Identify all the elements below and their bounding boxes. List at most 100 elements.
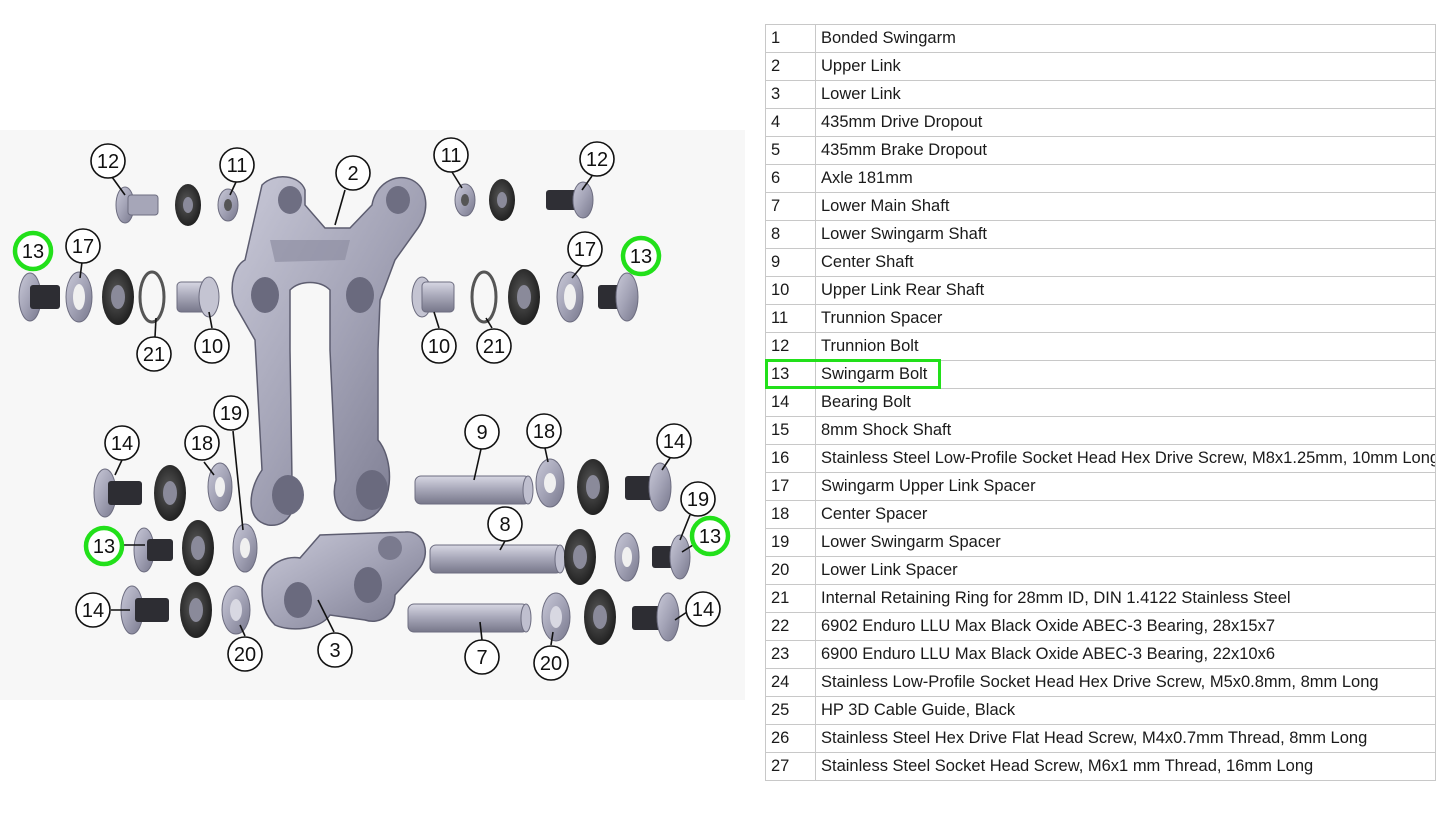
callout: 20	[533, 645, 569, 681]
part-name-text: Trunnion Spacer	[821, 309, 943, 327]
callout-label: 13	[93, 536, 115, 558]
part-number: 11	[765, 304, 816, 333]
callout-label: 20	[540, 653, 562, 675]
callout: 14	[75, 592, 111, 628]
part-name-text: Stainless Low-Profile Socket Head Hex Dr…	[821, 673, 1379, 691]
callout-highlighted: 13	[12, 230, 54, 272]
callout-circle	[194, 328, 230, 364]
lower-swingarm-shaft	[429, 544, 566, 574]
part-number: 9	[765, 248, 816, 277]
callout-label: 12	[586, 149, 608, 171]
part-number: 19	[765, 528, 816, 557]
callout-label: 13	[630, 246, 652, 268]
part-name: Center Shaft	[815, 248, 1436, 277]
part-name: Lower Swingarm Spacer	[815, 528, 1436, 557]
callout-label: 14	[663, 431, 685, 453]
callout-circle	[579, 141, 615, 177]
callout: 14	[685, 591, 721, 627]
part-name-text: Swingarm Upper Link Spacer	[821, 477, 1036, 495]
callout: 20	[227, 636, 263, 672]
callout-circle	[335, 155, 371, 191]
part-number: 5	[765, 136, 816, 165]
part-name: Center Spacer	[815, 500, 1436, 529]
callout-label: 7	[476, 647, 487, 669]
callout-label: 14	[82, 600, 104, 622]
part-number: 3	[765, 80, 816, 109]
callout-circle	[213, 395, 249, 431]
callout-label: 9	[476, 422, 487, 444]
callout-label: 14	[692, 599, 714, 621]
callout: 10	[421, 328, 457, 364]
part-name: 435mm Brake Dropout	[815, 136, 1436, 165]
callout-label: 17	[574, 239, 596, 261]
callout: 11	[219, 147, 255, 183]
callout-circle	[90, 143, 126, 179]
callout: 12	[90, 143, 126, 179]
callout-circle	[421, 328, 457, 364]
lower-link	[261, 531, 427, 630]
part-number: 2	[765, 52, 816, 81]
part-number: 1	[765, 24, 816, 53]
callout-label: 18	[533, 421, 555, 443]
part-name-text: 8mm Shock Shaft	[821, 421, 952, 439]
part-name-text: 435mm Drive Dropout	[821, 113, 983, 131]
part-number: 22	[765, 612, 816, 641]
callout-circle	[104, 425, 140, 461]
callout-circle	[227, 636, 263, 672]
callout: 12	[579, 141, 615, 177]
part-name-text: Internal Retaining Ring for 28mm ID, DIN…	[821, 589, 1291, 607]
callout-label: 14	[111, 433, 133, 455]
part-name: Stainless Steel Low-Profile Socket Head …	[815, 444, 1436, 473]
callout-label: 8	[499, 514, 510, 536]
exploded-view-diagram: 1211211121317211010211713191418918141913…	[12, 137, 731, 681]
part-name-text: Center Spacer	[821, 505, 928, 523]
callout-label: 18	[191, 433, 213, 455]
callout-leaders	[79, 171, 694, 646]
part-name: Internal Retaining Ring for 28mm ID, DIN…	[815, 584, 1436, 613]
part-name: Lower Link Spacer	[815, 556, 1436, 585]
part-number: 20	[765, 556, 816, 585]
part-number: 25	[765, 696, 816, 725]
callout-circle	[680, 481, 716, 517]
callout-label: 3	[329, 640, 340, 662]
callout-label: 11	[441, 145, 462, 167]
callout-circle	[689, 515, 731, 557]
callout: 14	[656, 423, 692, 459]
hardware-parts	[18, 179, 691, 645]
part-name: Stainless Steel Hex Drive Flat Head Scre…	[815, 724, 1436, 753]
callout-circle	[136, 336, 172, 372]
callout: 3	[317, 632, 353, 668]
callout-label: 11	[227, 155, 248, 177]
callout: 21	[136, 336, 172, 372]
callout-circle	[533, 645, 569, 681]
part-name-text: Bearing Bolt	[821, 393, 911, 411]
callout: 21	[476, 328, 512, 364]
callout-label: 20	[234, 644, 256, 666]
callout-circle	[620, 235, 662, 277]
part-name-text: Lower Link Spacer	[821, 561, 958, 579]
callout-label: 12	[97, 151, 119, 173]
callout-circle	[567, 231, 603, 267]
part-number: 16	[765, 444, 816, 473]
part-name: 8mm Shock Shaft	[815, 416, 1436, 445]
part-name: Lower Swingarm Shaft	[815, 220, 1436, 249]
part-number: 6	[765, 164, 816, 193]
part-name-text: Swingarm Bolt	[821, 365, 928, 383]
callout-circle	[526, 413, 562, 449]
callout-label: 13	[699, 526, 721, 548]
callout-circle	[464, 639, 500, 675]
part-name-text: 435mm Brake Dropout	[821, 141, 987, 159]
part-name: Upper Link	[815, 52, 1436, 81]
callout: 9	[464, 414, 500, 450]
